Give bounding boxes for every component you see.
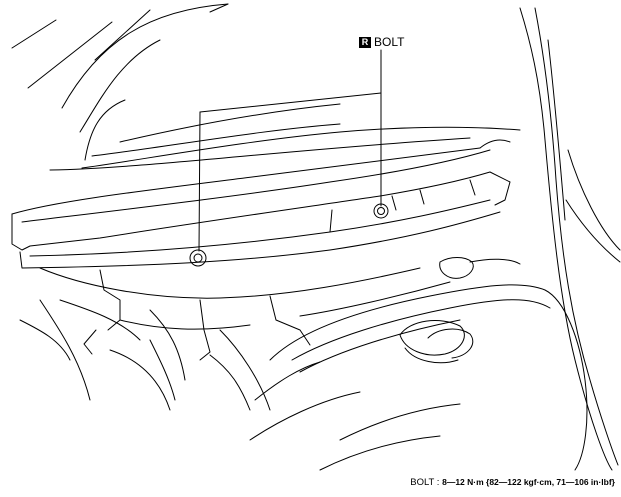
cowl-upper-edges	[49, 99, 521, 171]
hood-edge-lines	[11, 3, 229, 133]
bolt-callout-label: BOLT	[374, 35, 405, 49]
cowl-grille-panel	[11, 139, 511, 269]
engine-cover	[249, 257, 588, 471]
torque-spec: BOLT : 8—12 N·m {82—122 kgf·cm, 71—106 i…	[345, 477, 615, 488]
torque-spec-separator: :	[434, 477, 443, 488]
lower-cross-members	[39, 267, 451, 411]
replace-badge-icon: R	[359, 36, 371, 48]
callout-leader-lines	[198, 49, 382, 252]
fender-lines	[519, 7, 621, 471]
torque-spec-name: BOLT	[410, 477, 435, 488]
torque-spec-value: 8—12 N·m {82—122 kgf·cm, 71—106 in·lbf}	[442, 477, 615, 487]
lower-left-lines	[19, 299, 176, 411]
bolt-callout: R BOLT	[359, 35, 404, 49]
bolt-left	[189, 249, 207, 267]
